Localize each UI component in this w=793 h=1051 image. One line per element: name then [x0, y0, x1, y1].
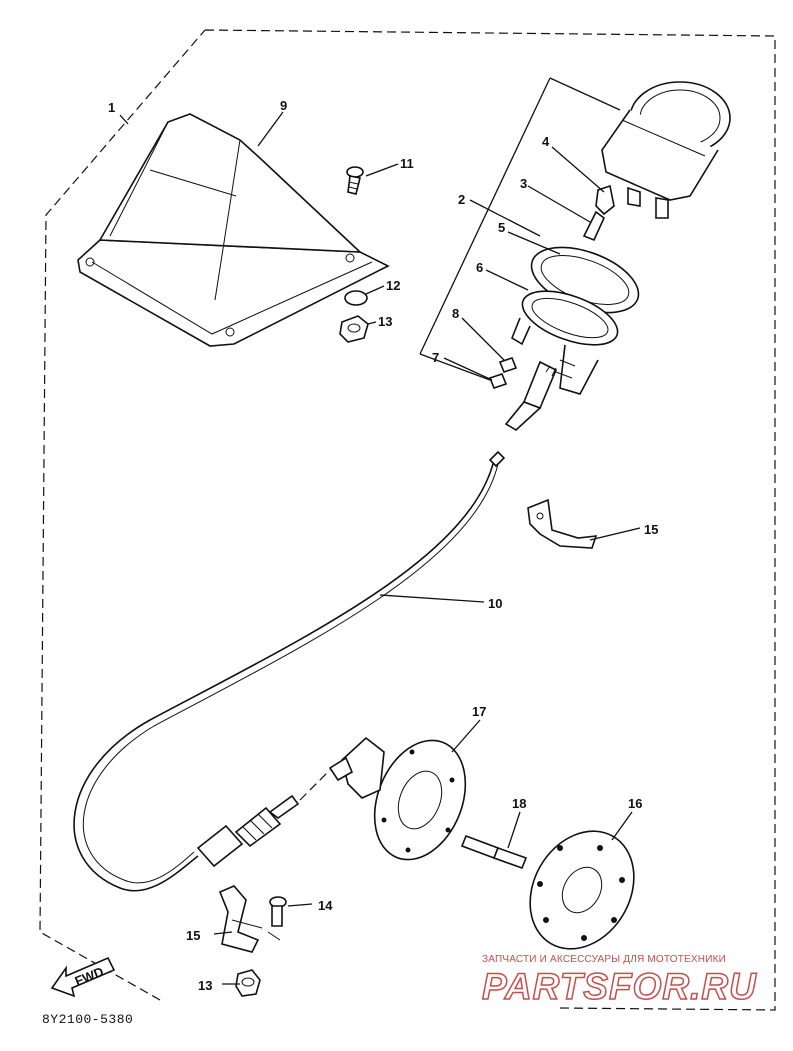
washer-part-7	[488, 373, 508, 389]
clamp-part-15-upper	[527, 498, 598, 549]
fwd-arrow-icon	[50, 956, 116, 998]
watermark-subtitle: ЗАПЧАСТИ И АКСЕССУАРЫ ДЛЯ МОТОТЕХНИКИ	[482, 954, 727, 965]
callout-12: 12	[386, 278, 400, 293]
callout-13-bottom: 13	[198, 978, 212, 993]
drive-gear-part-3	[582, 184, 615, 242]
callout-16: 16	[628, 796, 642, 811]
bolt-part-11	[346, 166, 364, 195]
drawing-code: 8Y2100-5380	[42, 1012, 134, 1027]
callout-6: 6	[476, 260, 483, 275]
callout-18: 18	[512, 796, 526, 811]
group-bracket	[419, 77, 621, 381]
bolt-part-14	[269, 896, 287, 927]
meter-visor-part-9	[77, 113, 390, 347]
callout-17: 17	[472, 704, 486, 719]
callout-11: 11	[400, 156, 414, 171]
nut-part-13-top	[339, 315, 369, 343]
gear-axis-line	[299, 769, 331, 801]
speedometer-cable-part-10	[73, 450, 506, 892]
callout-8: 8	[452, 306, 459, 321]
watermark-logo-text: PARTSFOR.RU	[482, 966, 757, 1006]
leader-lines	[119, 111, 641, 985]
gear-plate-part-16	[529, 830, 635, 950]
gear-unit-part-17	[328, 736, 467, 861]
bracket-part-6	[511, 290, 619, 395]
bolt-14-guide	[267, 931, 281, 941]
speedometer-part-4	[601, 81, 731, 219]
callout-15-upper: 15	[644, 522, 658, 537]
callout-10: 10	[488, 596, 502, 611]
grommet-part-12	[344, 290, 368, 306]
nut-part-13-bottom	[235, 969, 261, 997]
callout-1: 1	[108, 100, 115, 115]
nut-part-8	[498, 357, 518, 373]
callout-14: 14	[318, 898, 333, 913]
watermark-logo: PARTSFOR.RU	[482, 966, 757, 1006]
fwd-label: FWD	[73, 964, 106, 989]
callout-15-lower: 15	[186, 928, 200, 943]
clamp-part-15-lower	[218, 885, 263, 953]
callout-5: 5	[498, 220, 505, 235]
callout-13-top: 13	[378, 314, 392, 329]
callout-2: 2	[458, 192, 465, 207]
callout-7: 7	[432, 350, 439, 365]
cable-end-fitting	[504, 360, 558, 431]
pin-part-18	[460, 834, 528, 870]
callout-4: 4	[542, 134, 550, 149]
callout-9: 9	[280, 98, 287, 113]
callout-3: 3	[520, 176, 527, 191]
assembly-boundary	[39, 29, 776, 1011]
